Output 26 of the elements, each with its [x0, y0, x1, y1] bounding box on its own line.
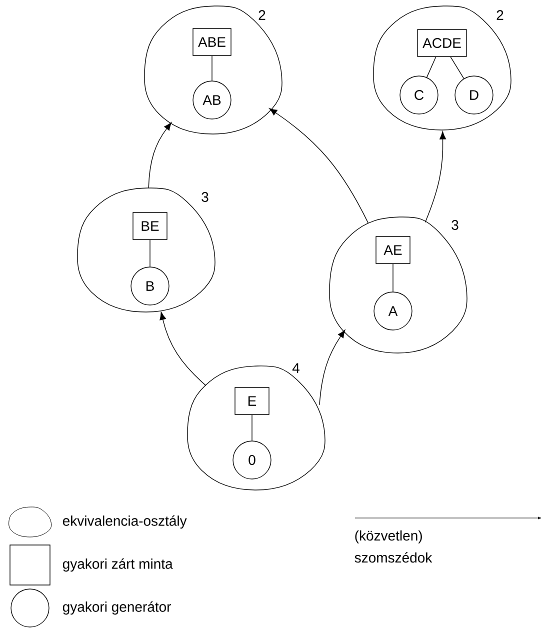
arrow [160, 312, 206, 386]
closed-pattern-box: AE [376, 236, 410, 264]
legend-text: gyakori zárt minta [62, 558, 173, 572]
closed-pattern-box: ABE [192, 28, 232, 56]
support-count: 3 [452, 220, 458, 230]
connector-line [426, 56, 436, 78]
legend-text: ekvivalencia-osztály [62, 515, 187, 529]
equivalence-class-blob [77, 188, 216, 312]
support-count: 3 [202, 192, 208, 202]
connector-line [392, 264, 394, 292]
closed-pattern-box: BE [132, 212, 168, 240]
equivalence-class-blob [373, 6, 512, 130]
arrow [319, 330, 346, 406]
arrow [269, 108, 369, 224]
equivalence-class-blob [329, 216, 468, 354]
closed-pattern-box: ACDE [417, 29, 467, 57]
arrow [148, 122, 172, 188]
arrow [424, 131, 446, 223]
equivalence-class-blob [144, 6, 282, 134]
closed-pattern-box: E [234, 387, 270, 415]
support-count: 4 [292, 363, 300, 373]
legend-text: gyakori generátor [62, 601, 172, 615]
support-count: 2 [496, 10, 504, 20]
connector-line [450, 56, 464, 79]
support-count: 2 [258, 10, 266, 20]
legend-text: (közvetlen) szomszédok [354, 530, 432, 563]
